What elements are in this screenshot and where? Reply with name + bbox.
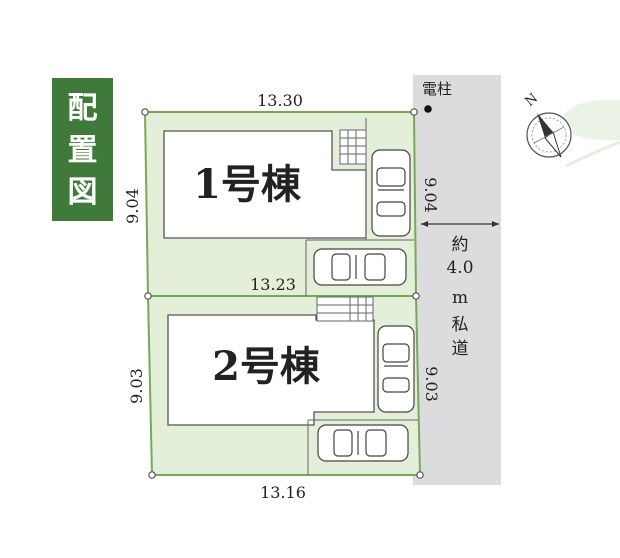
dim-lot1-right: 9.04 (421, 177, 440, 213)
road-width-label-4: 私 (452, 315, 469, 335)
title-char-1: 配 (68, 91, 98, 126)
background-leaf-decoration (560, 99, 620, 141)
corner-markers (141, 108, 424, 479)
dim-lot2-bottom: 13.16 (260, 483, 306, 502)
dim-lot2-left: 9.03 (127, 368, 146, 404)
car-1-vertical (371, 149, 411, 237)
car-4-horizontal (317, 424, 409, 462)
dim-lot1-top: 13.30 (257, 91, 303, 110)
dim-lot1-middle: 13.23 (250, 275, 296, 294)
compass-north-label: N (523, 91, 541, 110)
title-char-3: 図 (68, 175, 98, 210)
road-width-label-3: m (452, 288, 468, 308)
building-2-stairs (316, 296, 374, 322)
building-2 (167, 314, 375, 426)
compass-icon (526, 112, 572, 158)
car-3-vertical (377, 325, 415, 413)
car-2-horizontal (313, 248, 407, 286)
utility-pole-marker (424, 105, 432, 113)
background-stem-decoration (565, 140, 620, 168)
road-width-label-2: 4.0 (446, 258, 473, 278)
dim-lot2-right: 9.03 (422, 366, 441, 402)
title-char-2: 置 (68, 133, 98, 168)
building-1-stairs (339, 129, 367, 165)
private-road (413, 75, 501, 485)
dim-lot1-left: 9.04 (123, 188, 142, 224)
road-width-label-5: 道 (452, 339, 469, 359)
road-width-label-1: 約 (452, 235, 469, 255)
road-width-arrow (421, 221, 499, 227)
building-1-label: 1号棟 (193, 161, 302, 208)
building-2-label: 2号棟 (212, 343, 321, 390)
title-block (52, 78, 113, 221)
utility-pole-label: 電柱 (422, 80, 452, 98)
